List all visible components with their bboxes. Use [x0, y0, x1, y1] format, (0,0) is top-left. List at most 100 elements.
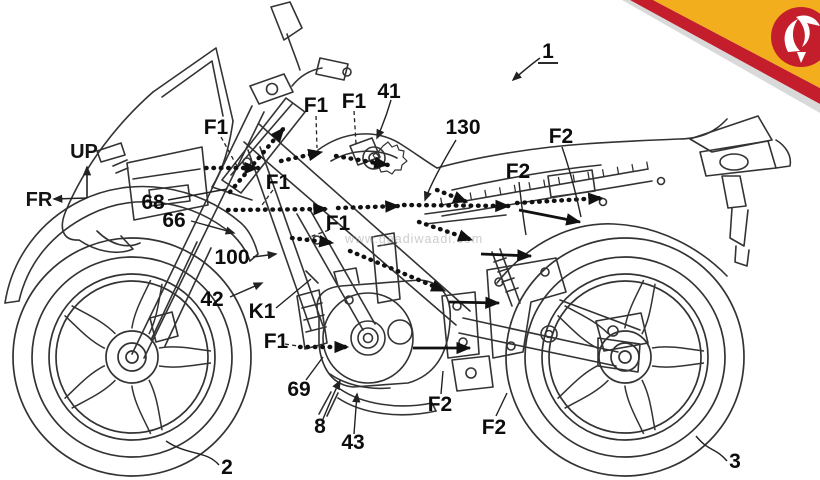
path-art	[296, 207, 376, 331]
path-art	[148, 184, 191, 207]
leader-line	[440, 370, 444, 395]
path-art	[329, 373, 391, 390]
force-label-f1: F1	[342, 90, 367, 113]
path-art	[64, 314, 106, 350]
g-art	[131, 379, 163, 435]
circle-art	[544, 329, 554, 339]
circle-art	[656, 176, 666, 186]
axis-indicator: UP FR	[26, 141, 98, 211]
corner-banner	[622, 0, 820, 113]
path-art	[734, 245, 750, 267]
seat-rail-tick	[602, 169, 605, 178]
leader-line	[190, 220, 236, 235]
rear-mudflap	[721, 175, 747, 209]
dashed-leader-line	[284, 343, 299, 347]
dotted-flow-arrow	[401, 199, 512, 213]
dotted-flow-arrow	[333, 153, 391, 169]
watermark-text: www.gaadiwaadi.com	[344, 232, 483, 246]
circle-art	[524, 256, 726, 458]
force-label-f2: F2	[549, 125, 574, 148]
force-label-f1: F1	[204, 116, 229, 139]
circle-art	[540, 267, 550, 277]
front-fork	[131, 105, 253, 355]
ellipse-art	[719, 153, 749, 171]
path-art	[377, 242, 397, 247]
path-art	[371, 232, 401, 304]
logo-glyph-wing	[796, 15, 820, 47]
path-art	[230, 103, 293, 176]
force-label-f2: F2	[428, 393, 453, 416]
seat-rail-tick	[543, 179, 546, 188]
path-art	[496, 223, 728, 284]
downtube	[247, 149, 312, 331]
leader-line	[352, 392, 361, 435]
circle-art	[125, 350, 139, 364]
circle-art	[117, 342, 147, 372]
path-art	[775, 139, 792, 169]
g-art	[64, 364, 116, 409]
path-art	[301, 302, 327, 333]
circle-art	[357, 327, 379, 349]
force-label-f1: F1	[326, 212, 351, 235]
path-art	[96, 142, 126, 163]
leader-lines	[165, 57, 728, 466]
leader-line	[511, 57, 541, 82]
force-label-f1: F1	[304, 94, 329, 117]
circle-art	[618, 350, 632, 364]
dashed-leader-line	[353, 110, 357, 145]
path-art	[96, 230, 141, 247]
path-art	[624, 385, 645, 435]
leader-line	[165, 440, 220, 466]
leader-line	[561, 146, 582, 218]
up-label: UP	[70, 141, 98, 163]
seat-rail-tick	[484, 189, 487, 198]
motorcycle-line-art	[4, 1, 792, 417]
mirror	[270, 1, 303, 41]
leader-line	[252, 250, 278, 260]
dashed-leader-line	[315, 115, 318, 149]
circle-art	[12, 237, 252, 477]
leader-line	[305, 356, 324, 381]
path-art	[131, 385, 152, 435]
path-art	[431, 402, 437, 412]
ref-label-k1: K1	[249, 300, 276, 323]
path-art	[315, 57, 349, 81]
leader-line	[229, 282, 264, 298]
path-art	[451, 355, 494, 392]
banner-red-stripe	[630, 0, 820, 104]
path-art	[493, 257, 519, 293]
circle-art	[540, 325, 558, 343]
leader-line	[275, 278, 312, 309]
path-art	[211, 186, 253, 201]
leader-line	[322, 379, 341, 420]
g-art	[557, 364, 609, 409]
g-art	[651, 346, 705, 368]
front-fender	[4, 185, 259, 304]
g-art	[131, 279, 163, 335]
path-art	[296, 289, 328, 350]
dotted-flow-arrow	[514, 192, 605, 206]
circle-art	[362, 332, 374, 344]
circle-art	[242, 157, 252, 167]
path-art	[557, 314, 599, 350]
seat-rail-tick	[646, 161, 649, 170]
ref-label-3: 3	[729, 450, 741, 473]
path-art	[149, 311, 179, 343]
g-art	[158, 346, 212, 368]
circle-art	[465, 367, 477, 379]
leader-line	[695, 435, 728, 462]
path-art	[729, 207, 749, 247]
path-art	[651, 362, 705, 368]
path-art	[161, 60, 224, 117]
exhaust	[339, 388, 433, 407]
ref-label-43: 43	[341, 431, 364, 454]
logo-glyph	[784, 19, 800, 52]
path-art	[337, 397, 437, 416]
logo-glyph-tail	[797, 52, 806, 63]
solid-flow-arrow	[480, 249, 533, 262]
ref-label-2: 2	[221, 456, 233, 479]
path-art	[486, 257, 567, 359]
leader-line	[495, 392, 508, 417]
circle-art	[350, 320, 386, 356]
